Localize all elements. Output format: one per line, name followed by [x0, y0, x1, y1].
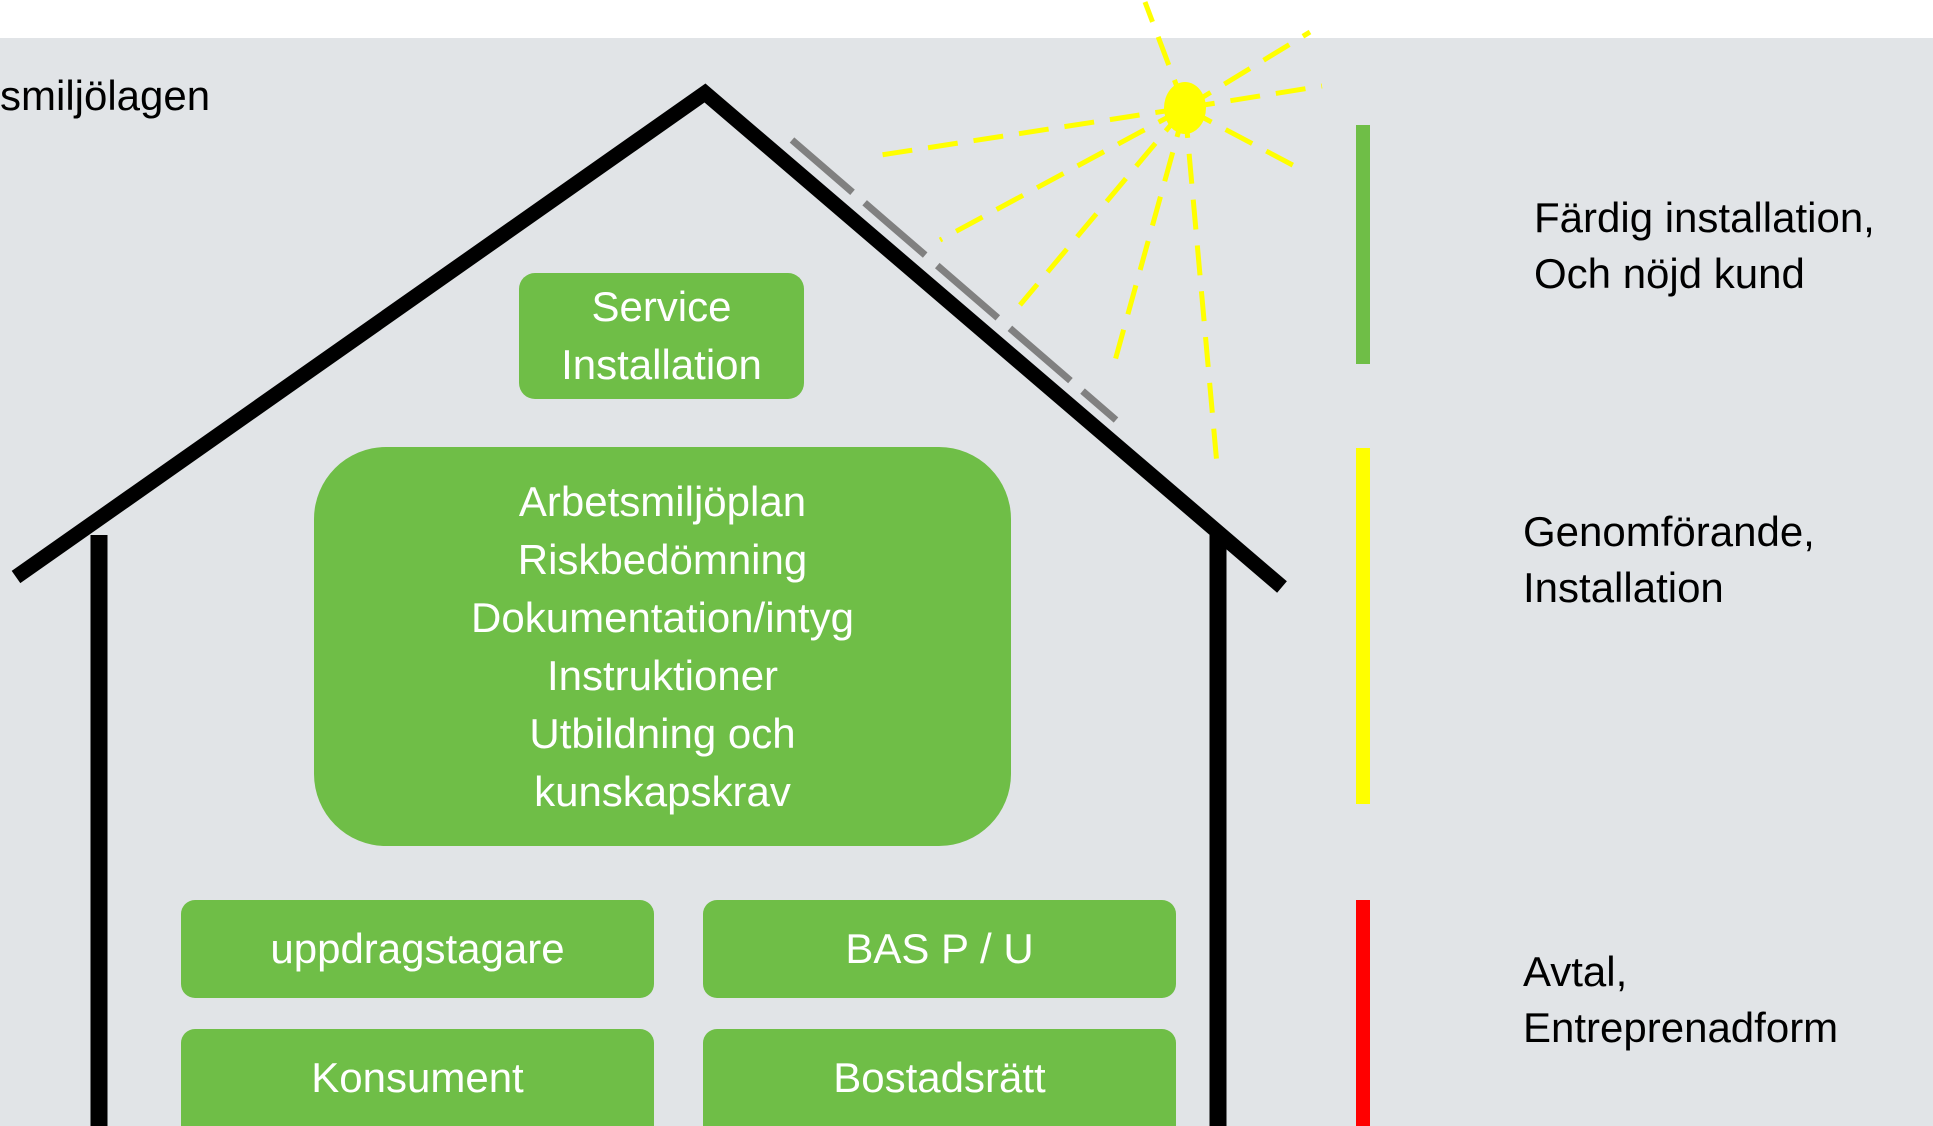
top-box-line: Installation [561, 341, 762, 388]
service-installation-box: Service Installation [519, 273, 804, 399]
phase-label-complete: Färdig installation, Och nöjd kund [1534, 194, 1875, 297]
middle-box-line: Arbetsmiljöplan [518, 477, 807, 525]
middle-box-line: Instruktioner [546, 651, 779, 699]
middle-box-line: Dokumentation/intyg [471, 593, 854, 641]
phase-label-contract: Avtal, Entreprenadform [1523, 948, 1839, 1051]
contractor-box: uppdragstagare [181, 900, 654, 998]
housing-cooperative-box: Bostadsrätt [703, 1029, 1176, 1126]
bas-pu-box: BAS P / U [703, 900, 1176, 998]
middle-box-line: Utbildning och [529, 709, 796, 757]
middle-box-line: Riskbedömning [517, 535, 808, 583]
work-environment-box: Arbetsmiljöplan Riskbedömning Dokumentat… [314, 447, 1011, 846]
top-box-line: Service [591, 283, 732, 330]
sun [1164, 82, 1206, 134]
sun-rays [867, 1, 1323, 466]
phase-label-execution: Genomförande, Installation [1523, 508, 1815, 611]
house-roof [11, 83, 1287, 593]
solar-panel [789, 137, 1119, 423]
middle-box-line: kunskapskrav [534, 767, 791, 815]
title-fragment: smiljölagen [0, 72, 211, 119]
consumer-box: Konsument [181, 1029, 654, 1126]
